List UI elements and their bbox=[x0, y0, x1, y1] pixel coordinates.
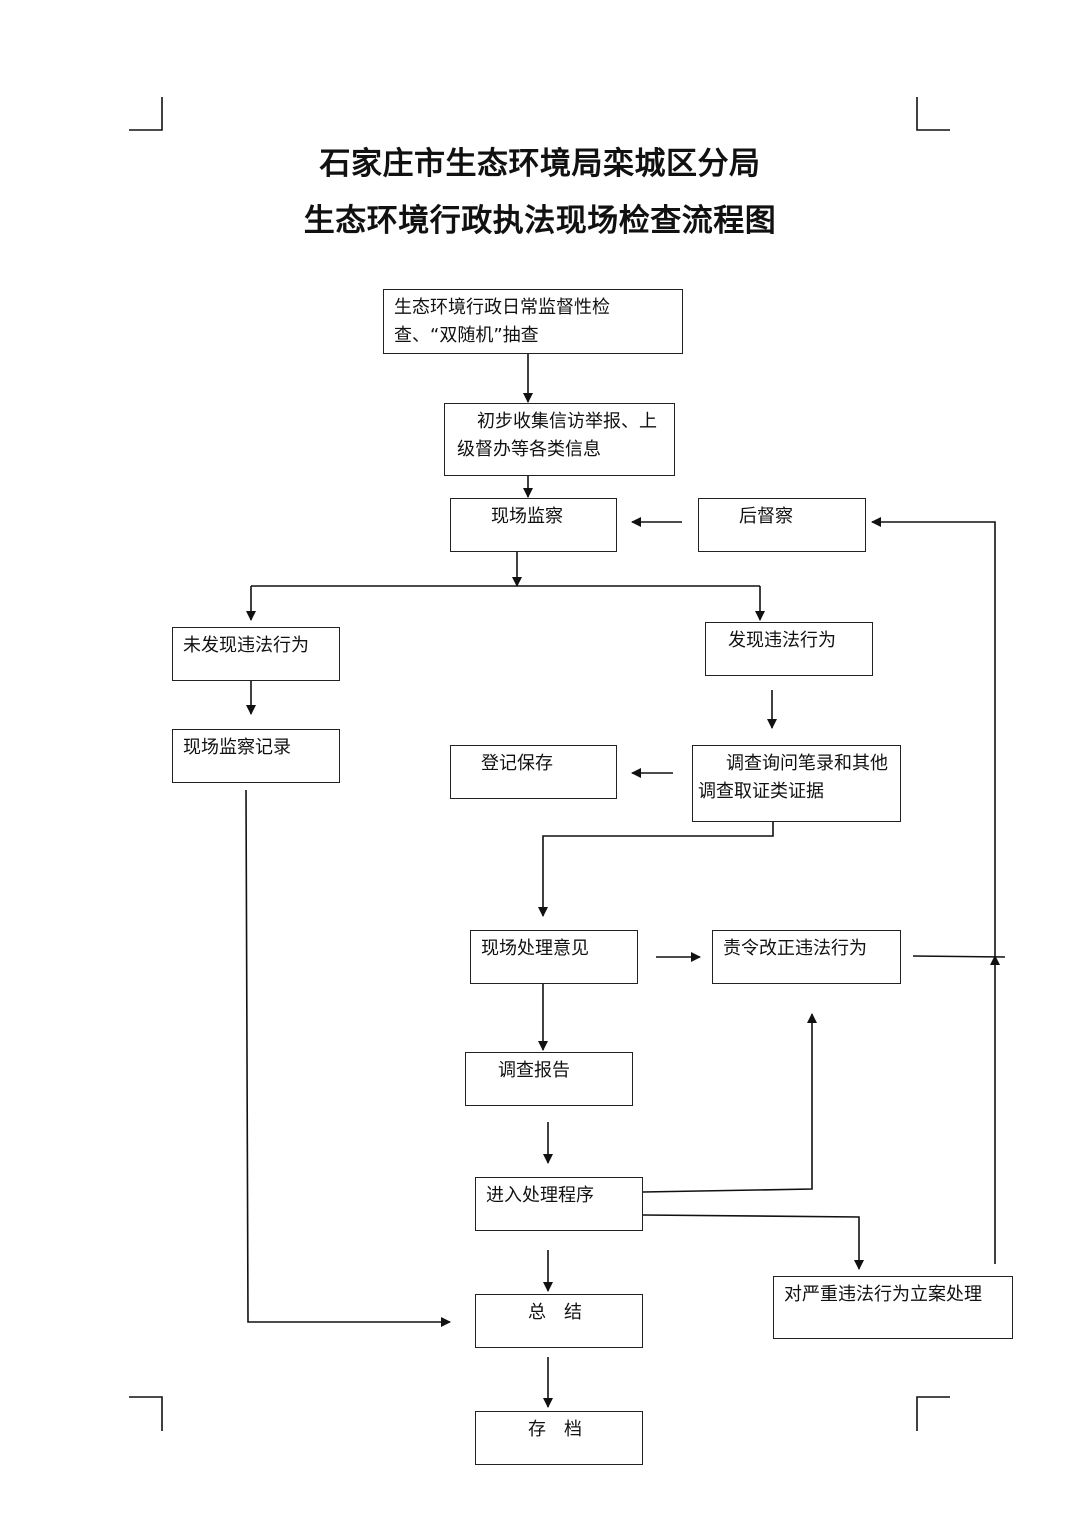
arrow-investigation-to-opinion bbox=[538, 822, 774, 917]
node-inspection-record: 现场监察记录 bbox=[172, 729, 340, 783]
arrow-process-to-order bbox=[642, 1013, 817, 1193]
arrow-process-to-serious bbox=[642, 1214, 864, 1270]
node-process: 进入处理程序 bbox=[475, 1177, 643, 1231]
node-violation-found: 发现违法行为 bbox=[705, 622, 873, 676]
node-report: 调查报告 bbox=[465, 1052, 633, 1106]
node-post-supervision: 后督察 bbox=[698, 498, 866, 552]
node-investigation: 调查询问笔录和其他调查取证类证据 bbox=[692, 745, 901, 822]
title-line-1: 石家庄市生态环境局栾城区分局 bbox=[319, 146, 761, 182]
node-daily-check: 生态环境行政日常监督性检查、“双随机”抽查 bbox=[383, 289, 683, 354]
node-site-inspection: 现场监察 bbox=[450, 498, 617, 552]
node-summary: 总 结 bbox=[475, 1294, 643, 1348]
node-register-save: 登记保存 bbox=[450, 745, 617, 799]
node-site-opinion: 现场处理意见 bbox=[470, 930, 638, 984]
title-line-2: 生态环境行政执法现场检查流程图 bbox=[303, 203, 777, 239]
arrow-loop-to-post bbox=[871, 517, 996, 956]
arrow-record-to-summary bbox=[245, 789, 451, 1327]
node-archive: 存 档 bbox=[475, 1411, 643, 1465]
node-collect-info: 初步收集信访举报、上级督办等各类信息 bbox=[444, 403, 675, 476]
node-order-correct: 责令改正违法行为 bbox=[712, 930, 901, 984]
node-serious-case: 对严重违法行为立案处理 bbox=[773, 1276, 1013, 1339]
arrow-order-to-loop bbox=[912, 955, 1006, 958]
node-no-violation: 未发现违法行为 bbox=[172, 627, 340, 681]
